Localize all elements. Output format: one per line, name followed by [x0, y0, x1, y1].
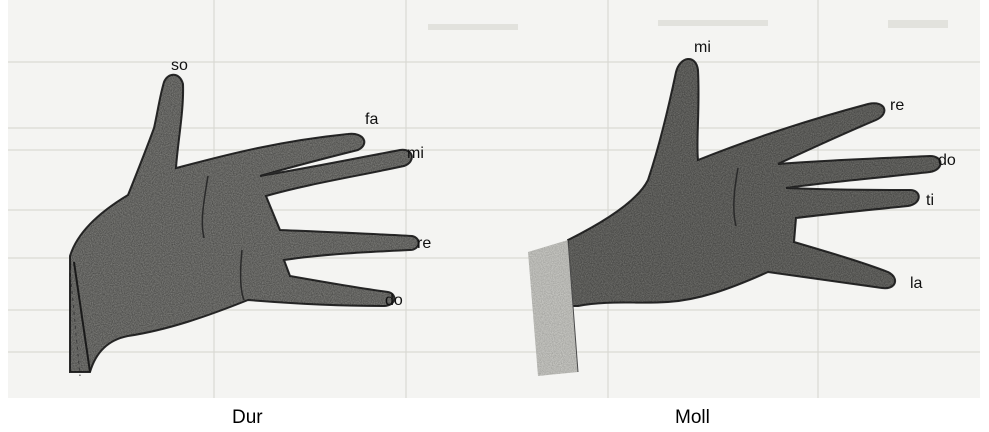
scanned-illustration: so fa mi re do mi re do ti la	[8, 0, 980, 398]
finger-label-mi: mi	[694, 40, 711, 56]
major-caption: Dur	[232, 408, 263, 427]
finger-label-fa: fa	[365, 112, 378, 128]
finger-label-do: do	[938, 153, 956, 169]
finger-label-re: re	[417, 236, 431, 252]
minor-caption: Moll	[675, 408, 710, 427]
finger-label-ti: ti	[926, 193, 934, 209]
finger-label-do: do	[385, 293, 403, 309]
minor-hand-drawing	[528, 59, 941, 376]
finger-label-la: la	[910, 276, 922, 292]
background-grid	[8, 0, 980, 398]
finger-label-mi: mi	[407, 146, 424, 162]
finger-label-re: re	[890, 98, 904, 114]
finger-label-so: so	[171, 58, 188, 74]
